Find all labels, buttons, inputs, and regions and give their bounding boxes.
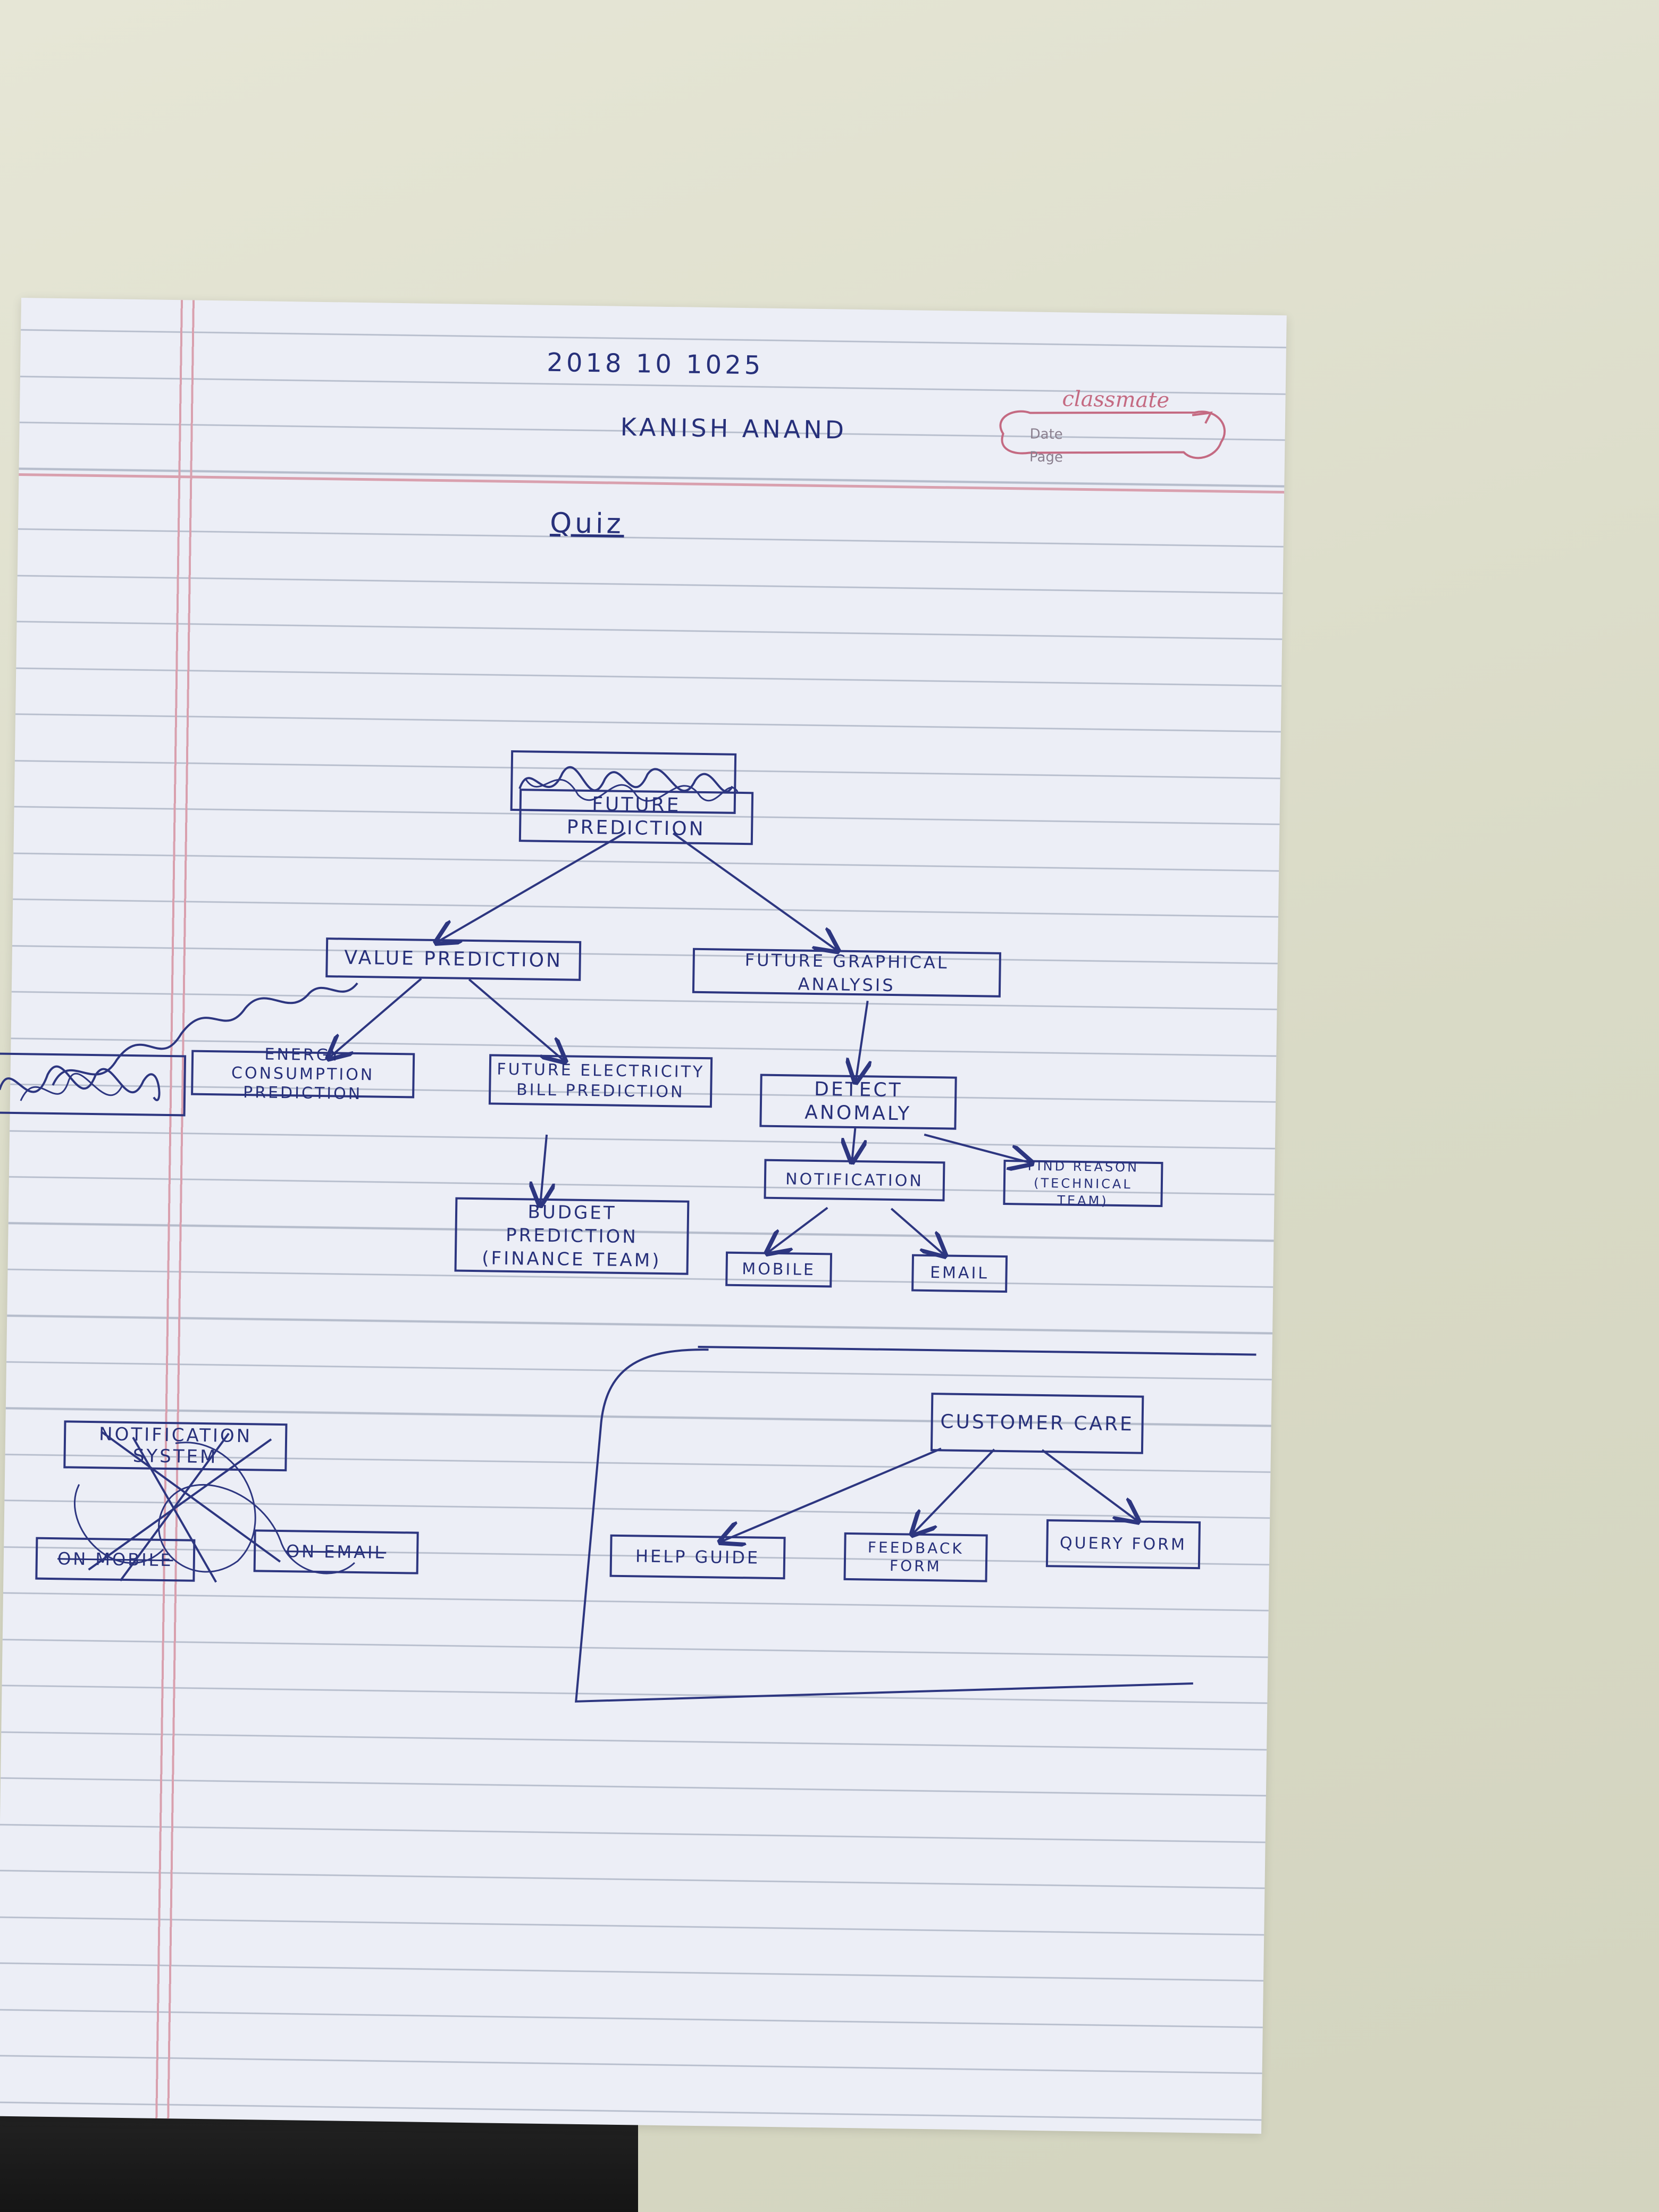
edge-future-to-graphical <box>672 832 838 950</box>
edge-anomaly-to-notification <box>852 1128 856 1160</box>
edge-care-to-help <box>722 1447 942 1545</box>
classmate-logo <box>999 410 1226 459</box>
node-find-reason: FIND REASON (TECHNICAL TEAM) <box>1003 1158 1163 1208</box>
customer-care-bracket <box>575 1345 1256 1703</box>
crossed-out-scribble-left <box>0 982 358 1101</box>
edge-value-to-energy <box>330 978 422 1058</box>
edge-care-to-query <box>1041 1449 1138 1521</box>
node-feedback-form: FEEDBACK FORM <box>843 1532 988 1582</box>
node-mobile: MOBILE <box>725 1251 833 1288</box>
node-future-prediction: FUTURE PREDICTION <box>518 789 754 845</box>
edge-care-to-feedback <box>914 1448 995 1535</box>
edge-notification-to-mobile <box>768 1206 828 1253</box>
node-email: EMAIL <box>911 1254 1008 1293</box>
notebook-page: classmate Date Page 2018 10 1025 KANISH … <box>0 298 1287 2134</box>
diagram-connectors <box>0 832 1256 1703</box>
node-help-guide: HELP GUIDE <box>609 1534 786 1580</box>
edge-notification-to-email <box>890 1208 944 1254</box>
edge-graphical-to-anomaly <box>856 1001 868 1080</box>
node-customer-care: CUSTOMER CARE <box>930 1393 1144 1454</box>
node-future-bill-prediction: FUTURE ELECTRICITY BILL PREDICTION <box>488 1054 713 1108</box>
node-query-form: QUERY FORM <box>1045 1519 1201 1570</box>
node-notification: NOTIFICATION <box>764 1159 945 1202</box>
node-future-graphical-analysis: FUTURE GRAPHICAL ANALYSIS <box>692 948 1001 998</box>
scribbled-out-label <box>510 750 739 814</box>
node-detect-anomaly: DETECT ANOMALY <box>759 1074 957 1130</box>
edge-anomaly-to-reason <box>924 1133 1030 1163</box>
crossed-out-scribble-notification <box>73 1430 355 1583</box>
node-budget-prediction: BUDGET PREDICTION (FINANCE TEAM) <box>454 1197 690 1275</box>
edge-value-to-bill <box>468 978 565 1060</box>
edge-bill-to-budget <box>540 1134 547 1204</box>
edge-future-to-value <box>438 832 626 944</box>
